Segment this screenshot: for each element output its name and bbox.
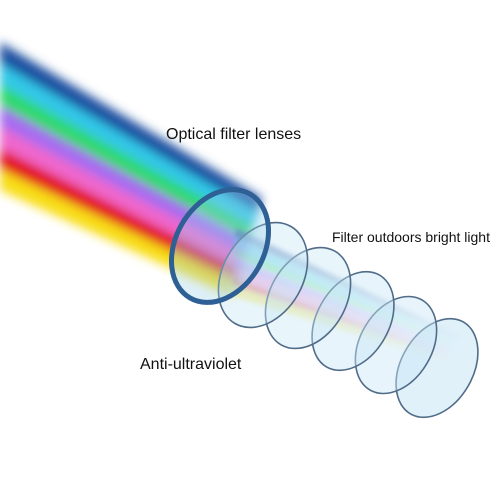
optical-filter-label: Optical filter lenses xyxy=(166,126,302,143)
beam-band-green xyxy=(0,84,254,241)
beam-band-cyan xyxy=(234,237,458,344)
beam-band-red xyxy=(0,147,241,282)
beam-band-blue xyxy=(0,42,262,212)
beam-band-blue xyxy=(235,228,460,340)
light-beam-tail xyxy=(232,228,460,362)
beam-band-yellow xyxy=(232,286,448,362)
lens-2 xyxy=(217,221,309,329)
beam-band-violet xyxy=(233,257,454,351)
beam-band-magenta xyxy=(233,266,452,355)
lens-1 xyxy=(169,187,271,305)
beam-band-yellow xyxy=(0,168,237,296)
lens-5 xyxy=(354,295,438,395)
anti-uv-label: Anti-ultraviolet xyxy=(140,356,242,373)
lens-6 xyxy=(395,317,479,419)
light-beam xyxy=(0,42,262,296)
beam-band-cyan xyxy=(0,63,258,227)
filter-outdoors-label: Filter outdoors bright light xyxy=(332,229,490,245)
lens-4 xyxy=(311,270,395,372)
beam-band-green xyxy=(234,247,456,348)
beam-band-magenta xyxy=(0,126,245,268)
lens-3 xyxy=(264,246,352,350)
